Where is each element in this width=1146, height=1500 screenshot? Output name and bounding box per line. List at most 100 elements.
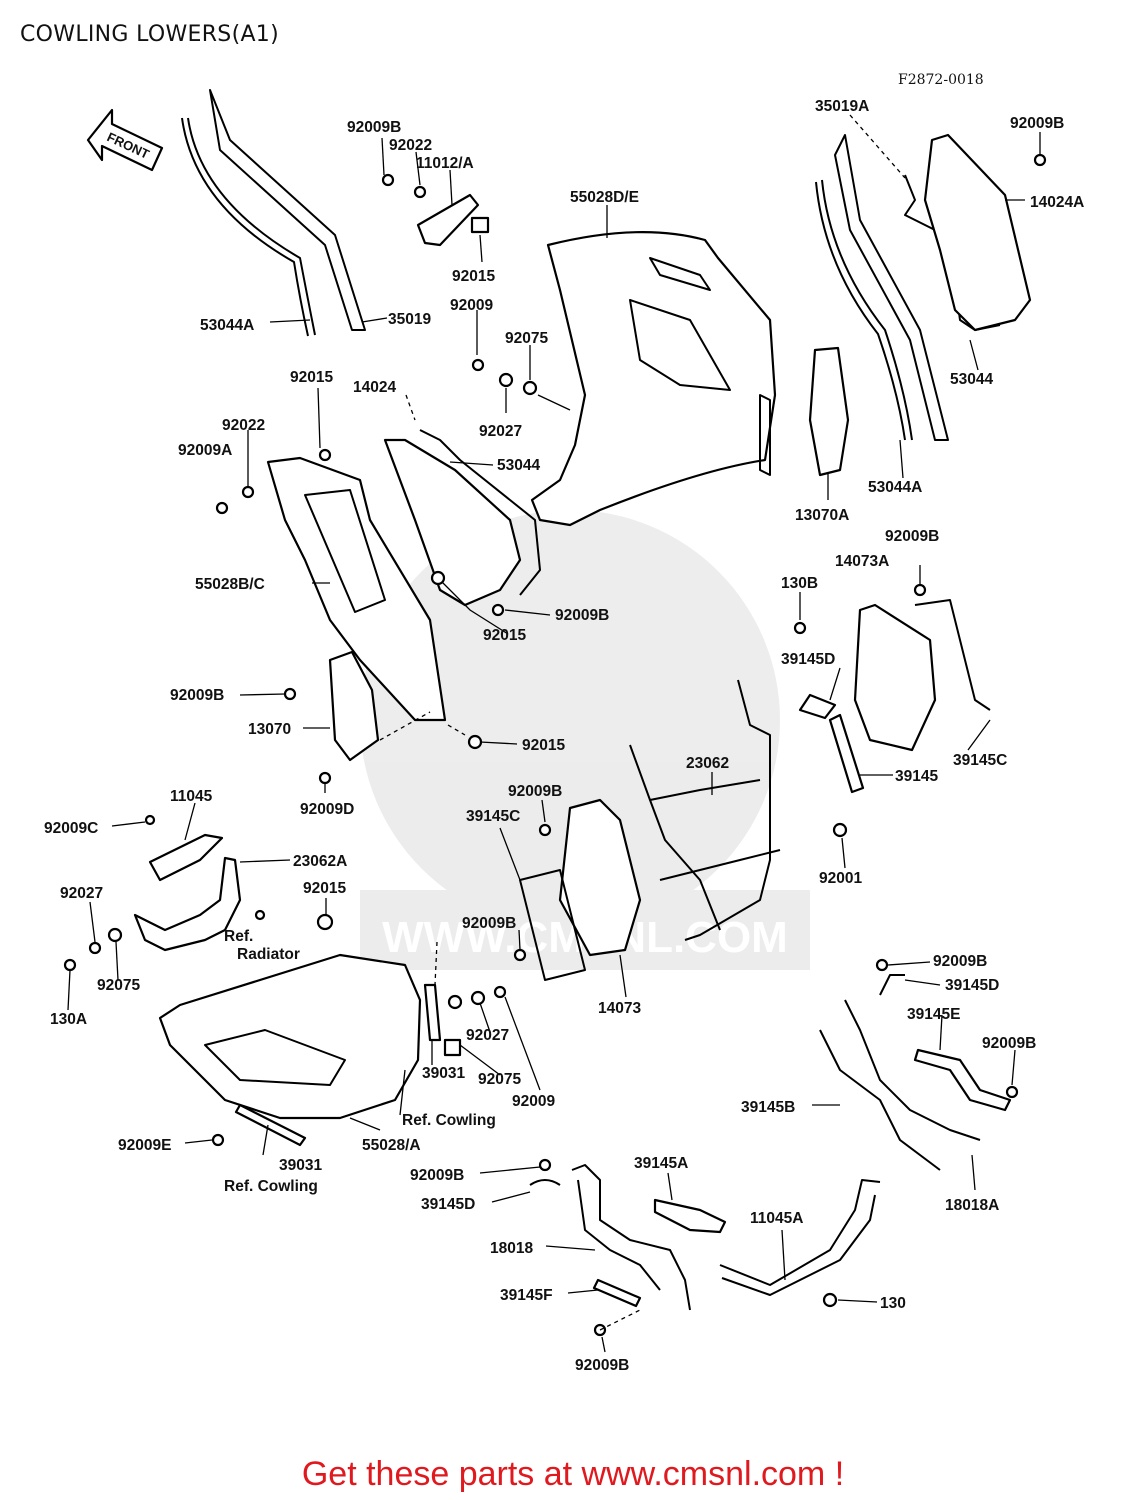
callout-label: 39145E [907, 1006, 960, 1023]
callout-label: 92009B [410, 1167, 464, 1184]
callout-label: 92009C [44, 820, 98, 837]
part-23062a-bracket [133, 856, 242, 952]
callout-label: 14073 [598, 1000, 641, 1017]
callout-label: 92015 [290, 369, 333, 386]
callout-label: 39145B [741, 1099, 795, 1116]
front-arrow-icon: FRONT [86, 108, 164, 172]
callout-label: 92015 [452, 268, 495, 285]
part-39145f-rod [592, 1278, 642, 1308]
part-11045a-bracket [719, 1179, 881, 1296]
part-55028a-under-cowl [158, 953, 422, 1120]
callout-label: 92009 [512, 1093, 555, 1110]
part-39145e-rod [913, 1048, 1012, 1112]
callout-label: 92009A [178, 442, 232, 459]
callout-label: 92075 [478, 1071, 521, 1088]
part-14073-duct [519, 798, 642, 981]
part-39145d-clip-right [879, 974, 905, 996]
callout-label: 11045 [170, 788, 213, 805]
callout-label: 92022 [389, 137, 432, 154]
callout-label: 39145C [953, 752, 1007, 769]
callout-label: 55028/A [362, 1137, 421, 1154]
part-11012-bracket [416, 193, 490, 247]
part-39145b-bracket [819, 999, 981, 1171]
callout-label: 130B [781, 575, 818, 592]
callout-label: 92009B [462, 915, 516, 932]
callout-label: 92009B [555, 607, 609, 624]
callout-labels: 92009B 92022 11012/A 92015 55028D/E 5304… [44, 98, 1084, 1374]
callout-label: 92022 [222, 417, 265, 434]
callout-label: 92009D [300, 801, 354, 818]
callout-label: 92075 [505, 330, 548, 347]
bolt-icons [63, 153, 1047, 1337]
callout-label: 92009B [885, 528, 939, 545]
watermark-logo: WWW.CMSNL.COM [360, 510, 810, 970]
callout-label: 39031 [279, 1157, 322, 1174]
part-11045-bracket [148, 833, 224, 882]
callout-label: 39145D [945, 977, 999, 994]
callout-label: 53044A [868, 479, 922, 496]
callout-label: 39145 [895, 768, 938, 785]
callout-label: 14073A [835, 553, 889, 570]
callout-label: 11045A [750, 1210, 803, 1227]
callout-label: 35019A [815, 98, 869, 115]
callout-label: 92027 [466, 1027, 509, 1044]
callout-label: 53044 [950, 371, 993, 388]
part-18018-bracket [571, 1164, 691, 1311]
part-39145-rods [798, 693, 865, 794]
callout-label: 23062A [293, 853, 347, 870]
callout-label: 92027 [60, 885, 103, 902]
callout-label: 92015 [303, 880, 346, 897]
callout-label: Ref. Cowling [402, 1112, 496, 1129]
callout-label: 18018 [490, 1240, 533, 1257]
callout-label: 92009B [1010, 115, 1064, 132]
callout-label: 23062 [686, 755, 729, 772]
footer-cta-link[interactable]: Get these parts at www.cmsnl.com ! [301, 1455, 845, 1493]
page-title: COWLING LOWERS(A1) [20, 22, 279, 47]
callout-label: 39145C [466, 808, 520, 825]
callout-label: Ref. Cowling [224, 1178, 318, 1195]
callout-label: 92009E [118, 1137, 171, 1154]
callout-label: 92015 [483, 627, 526, 644]
part-39031-rods [234, 983, 462, 1147]
part-55028de-upper-cowl [530, 231, 777, 527]
callout-label: 55028B/C [195, 576, 265, 593]
callout-label: 53044 [497, 457, 540, 474]
callout-label: 18018A [945, 1197, 999, 1214]
callout-label: 92009B [933, 953, 987, 970]
callout-label: 39145F [500, 1287, 553, 1304]
part-53044a-right-trim [815, 179, 913, 441]
callout-label: 55028D/E [570, 189, 639, 206]
callout-label: 92009B [170, 687, 224, 704]
part-53044a-left-trim [181, 117, 316, 337]
callout-label: 13070A [795, 507, 849, 524]
callout-label: 11012/A [416, 155, 474, 172]
callout-label: 14024A [1030, 194, 1084, 211]
callout-label: 13070 [248, 721, 291, 738]
part-14024a-duct [923, 133, 1032, 332]
part-13070a-bracket [808, 346, 850, 477]
callout-label: 92009B [347, 119, 401, 136]
part-23062-frame [629, 679, 781, 941]
callout-label: 53044A [200, 317, 254, 334]
callout-label: 92075 [97, 977, 140, 994]
part-14073a-duct [853, 599, 991, 752]
part-39145a-bracket [653, 1198, 727, 1234]
callout-label: 39145D [421, 1196, 475, 1213]
part-39145d-clip-lower [529, 1179, 561, 1186]
leader-lines [67, 114, 1041, 1353]
callout-label: 130A [50, 1011, 87, 1028]
part-35019-left-strip [209, 89, 366, 331]
callout-label: 92009B [982, 1035, 1036, 1052]
callout-label: 92001 [819, 870, 862, 887]
part-14024-duct [383, 429, 541, 607]
callout-label: 39145D [781, 651, 835, 668]
callout-label: 39145A [634, 1155, 688, 1172]
part-55028bc-side-panel [266, 456, 447, 722]
callout-label: 92009B [575, 1357, 629, 1374]
callout-label: 92027 [479, 423, 522, 440]
callout-label: 92015 [522, 737, 565, 754]
callout-label: Radiator [237, 946, 300, 963]
diagram-code: F2872-0018 [898, 72, 984, 88]
callout-label: 92009 [450, 297, 493, 314]
callout-label: 35019 [388, 311, 431, 328]
